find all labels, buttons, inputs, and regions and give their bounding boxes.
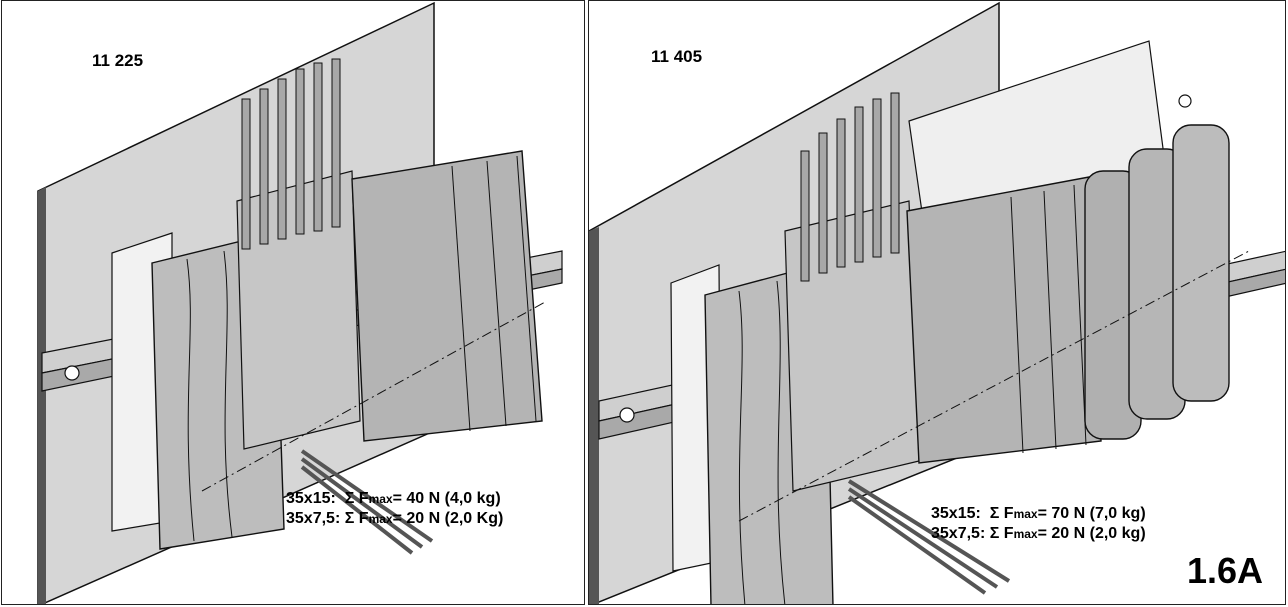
right-module-contour-2 [776, 280, 786, 604]
left-panel: 11 225 35x15: Σ Fmax= 40 N (4,0 kg) 35x7… [1, 0, 585, 605]
right-model-number: 11 405 [651, 47, 703, 66]
right-stack-divider-2 [1043, 190, 1057, 450]
right-illustration [589, 1, 1285, 604]
right-wall-edge [589, 227, 599, 604]
right-conductors [800, 92, 900, 282]
right-load-spec: 35x15: Σ Fmax= 70 N (7,0 kg) 35x7,5: Σ F… [931, 504, 1146, 544]
right-stack-divider-3 [1073, 184, 1087, 446]
left-conductors [241, 58, 341, 250]
right-rail-screw [619, 407, 635, 423]
right-stack-divider-1 [1010, 196, 1024, 454]
right-psu-module-3 [1172, 124, 1230, 402]
left-stack-divider-3 [516, 155, 537, 422]
left-axis-line [201, 300, 548, 492]
left-stack-divider-1 [451, 165, 471, 432]
right-axis-line [738, 250, 1250, 522]
left-load-spec: 35x15: Σ Fmax= 40 N (4,0 kg) 35x7,5: Σ F… [286, 489, 503, 529]
right-module-stack [906, 176, 1102, 464]
right-module-contour [738, 290, 746, 604]
left-spec-row-1: 35x15: Σ Fmax= 40 N (4,0 kg) [286, 490, 501, 507]
right-panel: 11 405 35x15: Σ Fmax= 70 N (7,0 kg) 35x7… [588, 0, 1286, 605]
right-rail-screw-2 [1178, 94, 1192, 108]
left-bottom-cables [300, 449, 434, 555]
left-module-contour [186, 258, 195, 542]
left-rail-screw [64, 365, 80, 381]
figure-label: 1.6A [1186, 550, 1263, 591]
left-spec-row-2: 35x7,5: Σ Fmax= 20 N (2,0 Kg) [286, 510, 504, 527]
left-module-contour-2 [223, 250, 233, 538]
right-bottom-cables [847, 479, 1011, 595]
right-spec-row-1: 35x15: Σ Fmax= 70 N (7,0 kg) [931, 505, 1146, 522]
left-module-stack [351, 150, 543, 442]
left-wall-edge [38, 187, 46, 604]
right-spec-row-2: 35x7,5: Σ Fmax= 20 N (2,0 kg) [931, 525, 1146, 542]
left-model-number: 11 225 [92, 51, 144, 70]
left-stack-divider-2 [486, 160, 507, 427]
left-illustration [37, 1, 563, 604]
